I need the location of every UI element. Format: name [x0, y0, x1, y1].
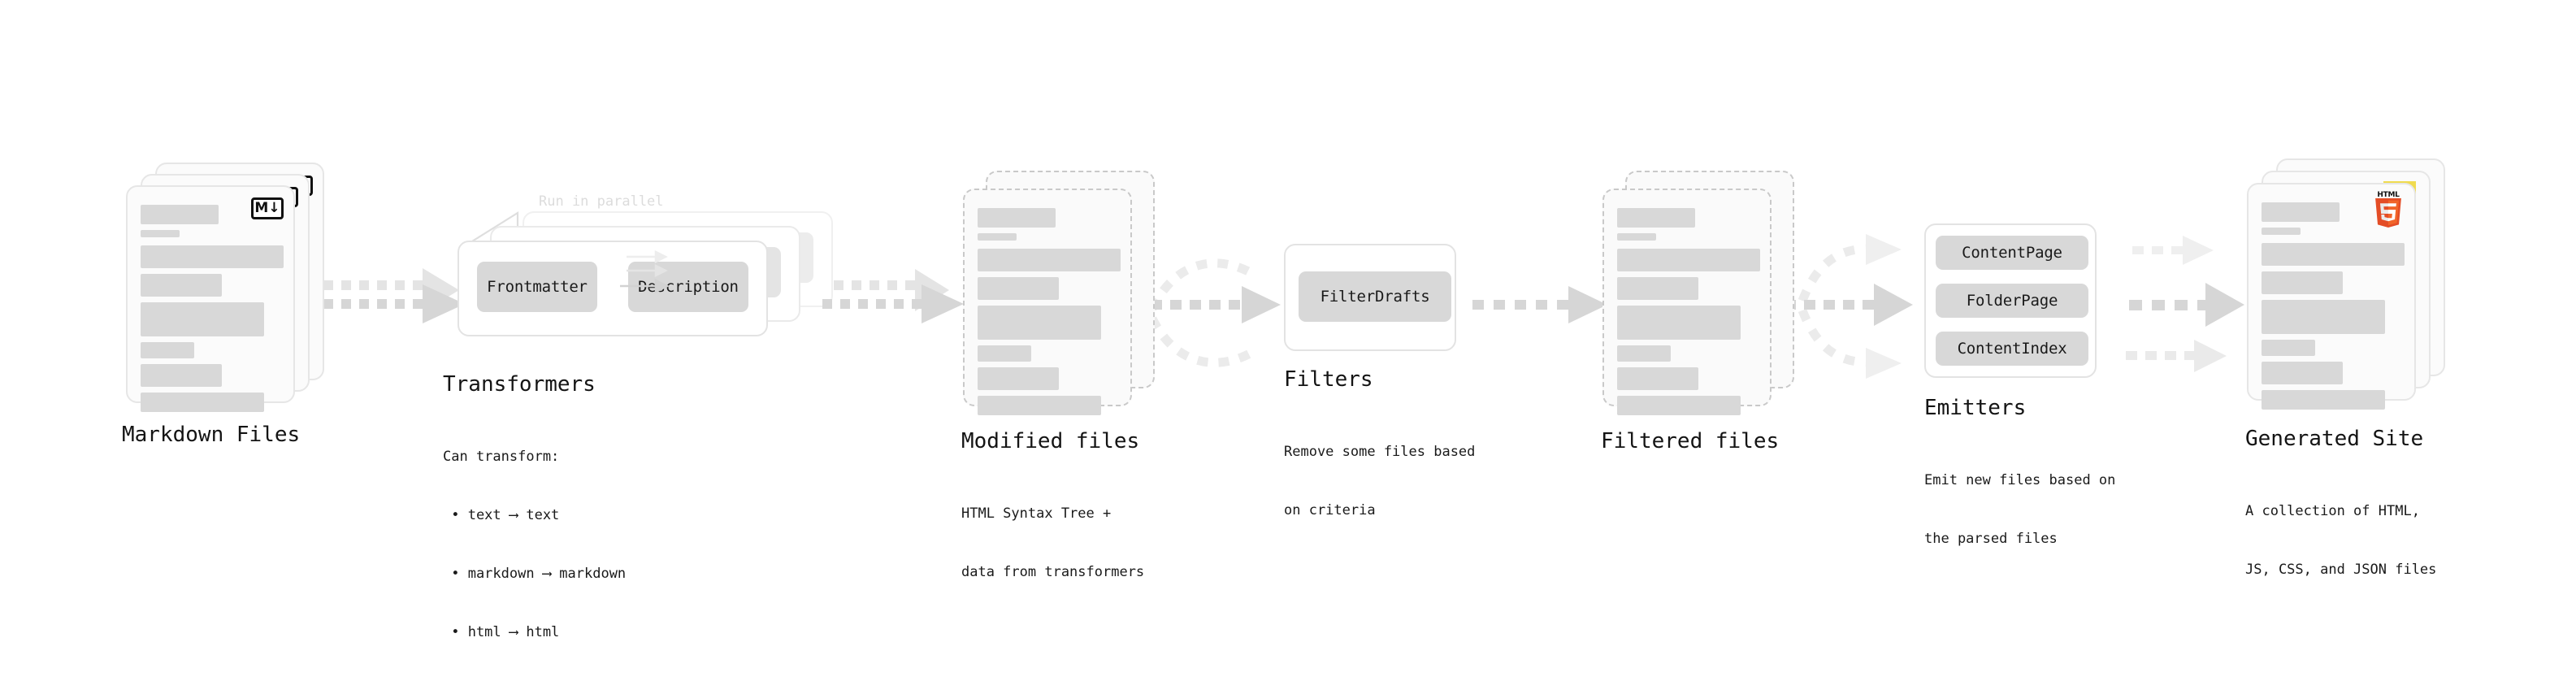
stage-generated-site: CSS HTML [2245, 158, 2450, 578]
doc-placeholder-lines [978, 208, 1121, 421]
stage-caption-transformers: Can transform: • text ⟶ text • markdown … [443, 449, 627, 640]
html5-icon: HTML [2372, 191, 2405, 228]
pill-content-page[interactable]: ContentPage [1936, 236, 2088, 270]
doc-placeholder-lines [2262, 202, 2405, 415]
stage-markdown-files: M↓ M↓ M↓ [122, 163, 324, 447]
generated-doc-html: HTML [2247, 183, 2416, 410]
run-in-parallel-label: Run in parallel [539, 193, 664, 210]
modified-doc-front [963, 189, 1132, 415]
pill-filter-drafts[interactable]: FilterDrafts [1299, 271, 1451, 322]
transformer-box-front: Frontmatter Description [458, 241, 768, 336]
generated-site-stack: CSS HTML [2247, 158, 2450, 410]
pill-content-index[interactable]: ContentIndex [1936, 332, 2088, 366]
stage-title-filtered-files: Filtered files [1601, 429, 1780, 453]
stage-filtered-files: Filtered files [1601, 171, 1798, 453]
stage-caption-filters: Remove some files based on criteria [1284, 444, 1476, 518]
stage-caption-modified-files: HTML Syntax Tree + data from transformer… [961, 505, 1145, 580]
pill-folder-page[interactable]: FolderPage [1936, 284, 2088, 318]
stage-caption-emitters: Emit new files based on the parsed files [1924, 472, 2116, 547]
markdown-icon: M↓ [251, 197, 284, 219]
stage-title-modified-files: Modified files [961, 429, 1140, 453]
stage-title-filters: Filters [1284, 367, 1373, 392]
filters-box: FilterDrafts [1284, 244, 1456, 351]
stage-caption-generated-site: A collection of HTML, JS, CSS, and JSON … [2245, 503, 2437, 578]
modified-file-stack [963, 171, 1158, 415]
pill-frontmatter[interactable]: Frontmatter [477, 262, 597, 312]
stage-modified-files: Modified files HTML Syntax Tree + data f… [961, 171, 1158, 580]
stage-title-generated-site: Generated Site [2245, 427, 2424, 451]
stage-title-emitters: Emitters [1924, 396, 2027, 420]
transformer-internal-arrows [620, 249, 670, 294]
markdown-doc-front: M↓ [126, 185, 295, 412]
doc-placeholder-lines [1617, 208, 1760, 421]
stage-title-markdown-files: Markdown Files [122, 423, 301, 447]
stage-title-transformers: Transformers [443, 372, 596, 397]
filtered-doc-front [1602, 189, 1772, 415]
filtered-file-stack [1602, 171, 1798, 415]
doc-placeholder-lines [141, 205, 284, 418]
markdown-file-stack: M↓ M↓ M↓ [126, 163, 324, 412]
emitters-box: ContentPage FolderPage ContentIndex [1924, 223, 2097, 378]
